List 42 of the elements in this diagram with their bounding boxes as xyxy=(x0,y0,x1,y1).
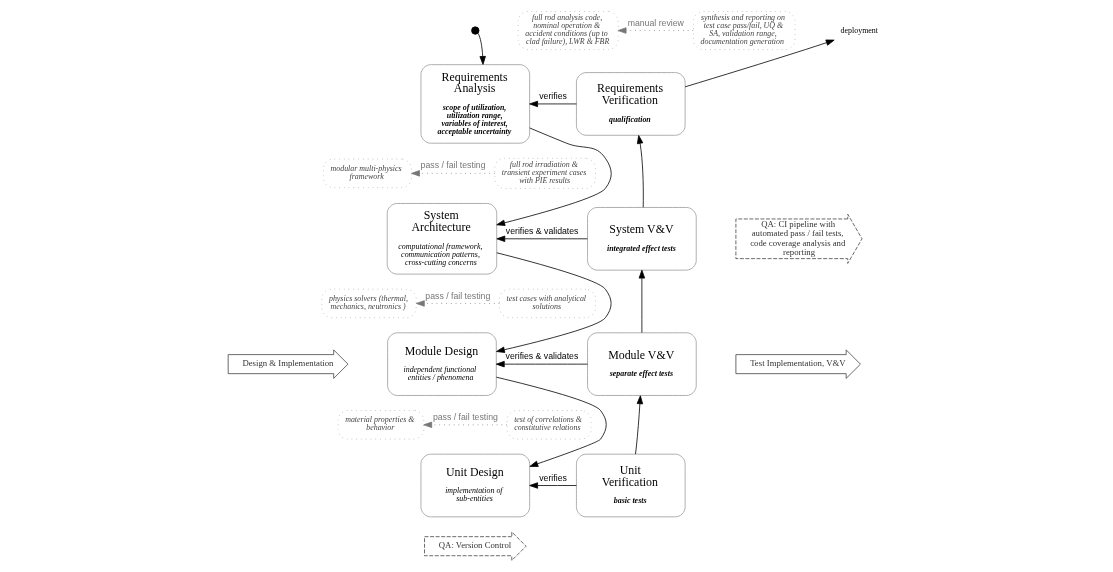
arrow xyxy=(495,235,588,242)
node-text: deployment xyxy=(840,25,878,35)
node-box: System V&V integrated effect tests xyxy=(586,207,697,271)
node-box: synthesis and reporting on test case pass/fail, UQ & SA, validation range, documentation generation xyxy=(692,11,795,50)
arrow xyxy=(495,360,588,368)
node-box: Requirements Verification qualification xyxy=(575,72,685,136)
arrow xyxy=(495,376,607,467)
edge-label: pass / fail testing xyxy=(432,411,498,422)
arrow xyxy=(634,395,643,455)
node-box: System Architecture computational framework, communication patterns, cross-cutting concerns xyxy=(386,203,497,275)
node-circle xyxy=(470,26,479,35)
edge-label: verifies & validates xyxy=(505,351,578,362)
arrow xyxy=(495,127,612,226)
edge-label: verifies & validates xyxy=(505,225,578,236)
arrow xyxy=(684,39,835,88)
arrow xyxy=(495,252,611,353)
node-box: Module V&V separate effect tests xyxy=(586,332,697,396)
edge-label: pass / fail testing xyxy=(424,290,490,301)
node-box: Unit Verification basic tests xyxy=(575,453,685,518)
node-box: material properties & behavior xyxy=(337,410,424,440)
arrow xyxy=(528,100,577,108)
edge-label: pass / fail testing xyxy=(420,160,486,171)
node-box: modular multi-physics framework xyxy=(322,158,412,189)
node-box: full rod analysis code, nominal operation & accident conditions (up to clad failure), LWR & FBR xyxy=(517,11,618,50)
node-box: Requirements Analysis scope of utilization, utilization range, variables of interest, acceptable uncertainty xyxy=(420,64,530,144)
node-box: full rod irradiation & transient experiment cases with PIE results xyxy=(493,157,596,189)
arrow xyxy=(415,300,500,307)
edge-label: verifies xyxy=(538,91,567,102)
arrow xyxy=(638,269,645,334)
node-box: Module Design independent functional entities / phenomena xyxy=(386,332,497,396)
arrow xyxy=(617,27,694,34)
node-box: test cases with analytical solutions xyxy=(498,288,596,319)
arrow xyxy=(528,482,577,489)
arrow xyxy=(410,170,495,177)
node-box: Unit Design implementation of sub-entities xyxy=(420,453,530,518)
node-box: test of correlations & constitutive relations xyxy=(506,410,591,440)
arrow xyxy=(477,33,486,65)
edge-label: manual review xyxy=(627,17,684,28)
node-box: physics solvers (thermal, mechanics, neutronics ) xyxy=(320,288,417,319)
arrow xyxy=(636,135,644,208)
edge-label: verifies xyxy=(538,472,567,483)
arrow xyxy=(422,421,507,428)
